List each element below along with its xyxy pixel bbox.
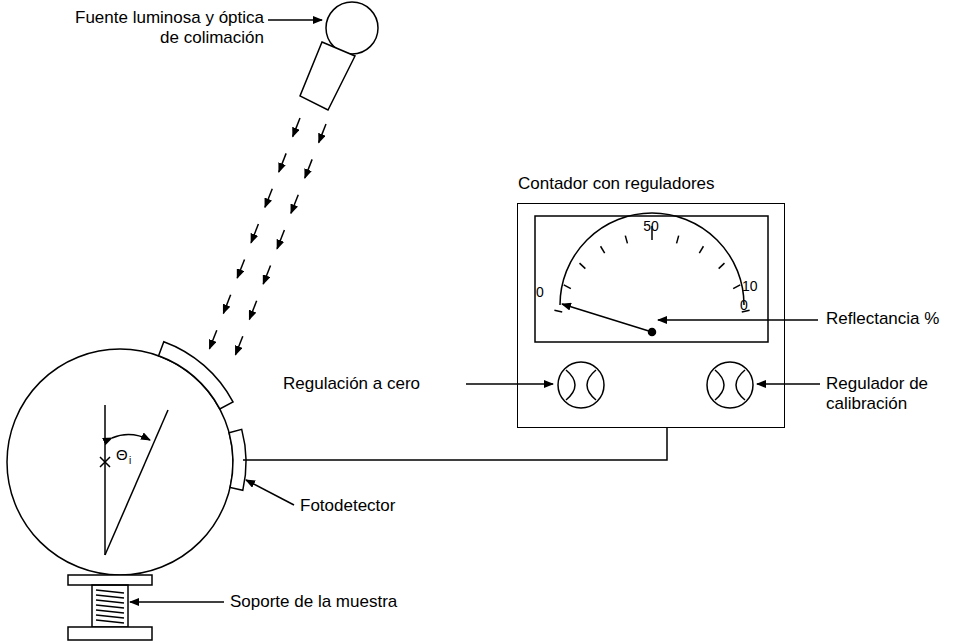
collimator-tube <box>300 42 355 110</box>
part-label: Regulador de calibración <box>826 374 946 414</box>
scale-number: 10 <box>742 278 766 294</box>
scale-ticks <box>554 226 749 312</box>
entrance-port <box>159 342 233 409</box>
tick <box>719 263 725 269</box>
light-ray <box>265 189 272 208</box>
light-ray <box>223 295 230 314</box>
leader-arrow <box>246 480 294 505</box>
coil-stroke <box>96 600 124 603</box>
sphere <box>7 349 233 575</box>
leader-arrow <box>757 383 820 385</box>
light-ray <box>237 259 244 278</box>
tick <box>625 236 627 244</box>
part-label: Fotodetector <box>300 496 440 516</box>
box-heading: Contador con reguladores <box>518 174 715 194</box>
light-ray <box>209 330 216 349</box>
scale-number: 0 <box>536 284 550 300</box>
light-ray <box>277 230 284 249</box>
light-beam <box>209 118 326 355</box>
coil-stroke <box>96 605 124 608</box>
coil-stroke <box>96 615 124 618</box>
part-label: Fuente luminosa y óptica de colimación <box>52 8 264 48</box>
meter-scale <box>560 213 744 305</box>
light-ray <box>235 336 242 355</box>
angle-arc <box>112 434 150 440</box>
light-ray <box>305 159 312 178</box>
light-ray <box>291 195 298 214</box>
light-ray <box>251 224 258 243</box>
meter-window <box>535 216 768 342</box>
needle-pivot <box>649 329 656 336</box>
center-mark <box>100 457 110 467</box>
tick <box>677 236 679 244</box>
light-ray <box>279 153 286 172</box>
calibration-knob <box>707 362 753 408</box>
holder-column <box>92 585 128 627</box>
counter-box: Contador con reguladores <box>517 203 785 428</box>
scale-number: 50 <box>636 218 666 234</box>
holder-base <box>68 627 152 640</box>
scale-number: 0 <box>740 297 756 313</box>
part-label: Reflectancia % <box>826 309 966 329</box>
holder-plate <box>68 575 152 585</box>
zero-knob-mark <box>566 370 596 400</box>
light-ray <box>263 265 270 284</box>
incident-ray <box>105 410 168 555</box>
signal-wire <box>243 428 667 460</box>
tick <box>564 285 571 289</box>
angle-subscript: i <box>129 455 139 467</box>
coil-stroke <box>96 610 124 613</box>
zero-knob <box>558 362 604 408</box>
leader-arrow <box>466 383 553 385</box>
spring-coil <box>96 590 124 623</box>
leader-arrow <box>268 19 322 21</box>
leader-arrow <box>658 319 818 321</box>
light-ray <box>249 301 256 320</box>
tick <box>601 246 605 253</box>
calibration-knob-mark <box>715 370 745 400</box>
tick <box>580 263 586 269</box>
coil-stroke <box>96 595 124 598</box>
part-label: Regulación a cero <box>283 374 463 394</box>
tick <box>554 310 562 312</box>
light-ray <box>319 124 326 143</box>
needle <box>562 304 652 332</box>
part-label: Soporte de la muestra <box>230 592 450 612</box>
leader-arrow <box>130 601 224 603</box>
normal-line <box>104 405 106 555</box>
coil-stroke <box>96 590 124 593</box>
light-ray <box>293 118 300 137</box>
coil-stroke <box>96 620 124 623</box>
tick <box>733 285 740 289</box>
tick <box>699 246 703 253</box>
